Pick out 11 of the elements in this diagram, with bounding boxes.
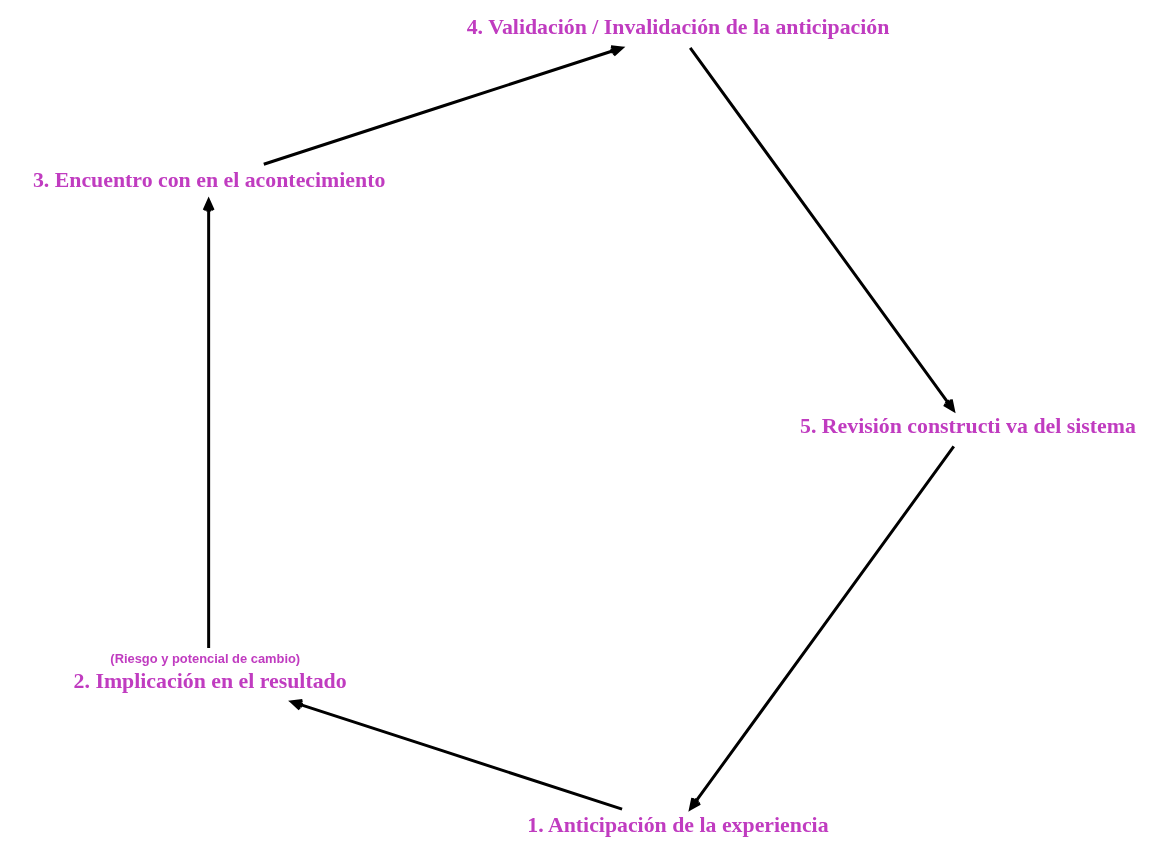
node-text: 5. Revisión constructi va del sistema bbox=[799, 414, 1136, 439]
node-text: 4. Validación / Invalidación de la anticipación bbox=[466, 15, 890, 40]
arrow bbox=[689, 445, 955, 811]
arrow bbox=[202, 198, 215, 648]
node-label: (Riesgo y potencial de cambio) bbox=[110, 651, 301, 667]
arrow bbox=[263, 45, 624, 166]
node-text: 2. Implicación en el resultado bbox=[73, 669, 347, 694]
node-text: 1. Anticipación de la experiencia bbox=[527, 812, 829, 837]
arrow bbox=[290, 699, 623, 811]
node-text: 3. Encuentro con en el acontecimiento bbox=[32, 167, 386, 192]
arrow bbox=[689, 46, 955, 412]
